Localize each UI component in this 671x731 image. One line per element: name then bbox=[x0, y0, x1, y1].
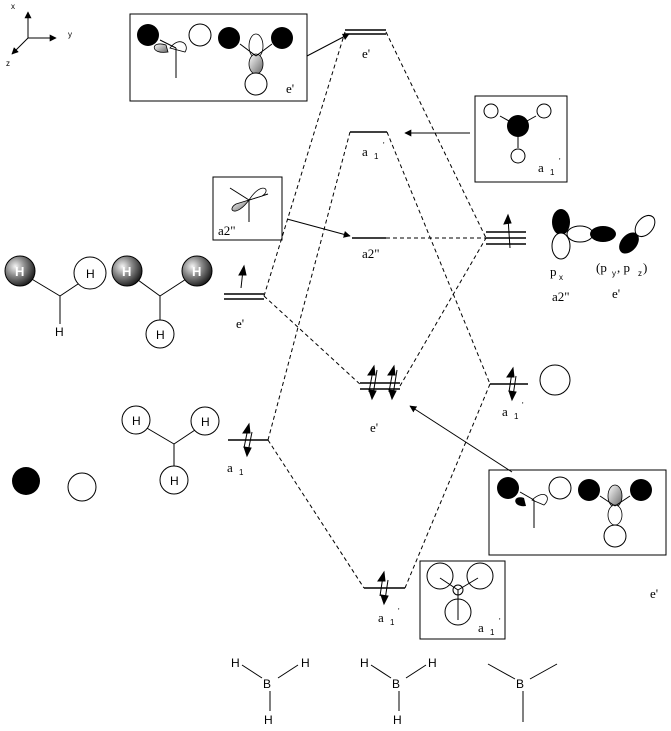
h3-e-salc-1: H H H bbox=[4, 255, 107, 339]
svg-text:H: H bbox=[192, 264, 201, 279]
svg-text:B: B bbox=[516, 677, 524, 691]
svg-text:1: 1 bbox=[374, 152, 379, 161]
svg-text:H: H bbox=[393, 713, 402, 727]
svg-text:y: y bbox=[612, 269, 616, 278]
svg-text:): ) bbox=[643, 260, 647, 275]
bh3-structure-3: B bbox=[487, 663, 558, 722]
arrow-bonding-box bbox=[409, 405, 513, 473]
svg-text:1: 1 bbox=[514, 412, 519, 421]
svg-text:1: 1 bbox=[390, 618, 395, 627]
label-e-prime-top: e' bbox=[362, 46, 370, 61]
svg-text:a: a bbox=[538, 160, 544, 175]
axis-x-label: x bbox=[11, 2, 15, 11]
svg-text:a2": a2" bbox=[218, 223, 236, 238]
label-e-prime-left: e' bbox=[236, 316, 244, 331]
svg-text:H: H bbox=[86, 267, 95, 281]
h3-e-salc-2: H H H bbox=[111, 255, 213, 349]
svg-text:H: H bbox=[231, 656, 240, 670]
boron-p-orbitals bbox=[551, 209, 656, 260]
label-a1-left: a 1 bbox=[227, 460, 244, 477]
svg-text:H: H bbox=[201, 415, 210, 429]
svg-text:': ' bbox=[398, 607, 400, 616]
h3-a1-salc: H H H bbox=[121, 405, 220, 495]
box-a1-prime-bottom: a 1 ' bbox=[419, 560, 506, 640]
label-a1-prime-upper: a 1 ' bbox=[362, 141, 385, 161]
box-e-prime-top: e' bbox=[129, 13, 308, 102]
svg-text:': ' bbox=[522, 401, 524, 410]
correlation-lines bbox=[263, 31, 491, 589]
svg-text:H: H bbox=[170, 474, 179, 488]
axis-triad bbox=[11, 11, 57, 55]
h-orbital-filled bbox=[12, 467, 40, 495]
label-e-boron: e' bbox=[612, 286, 620, 301]
svg-text:1: 1 bbox=[550, 168, 555, 177]
label-a2-boron: a2" bbox=[552, 289, 570, 304]
arrow-top-box bbox=[306, 33, 350, 57]
box-a2-dprime: a2" bbox=[212, 176, 283, 241]
svg-text:H: H bbox=[428, 656, 437, 670]
svg-text:H: H bbox=[55, 325, 64, 339]
svg-text:a: a bbox=[227, 460, 233, 475]
svg-text:H: H bbox=[264, 713, 273, 727]
electron-arrows bbox=[238, 213, 517, 606]
label-e-prime-bonding: e' bbox=[370, 420, 378, 435]
svg-text:': ' bbox=[559, 157, 561, 166]
svg-text:1: 1 bbox=[239, 468, 244, 477]
svg-text:': ' bbox=[499, 617, 501, 626]
label-px: p x bbox=[550, 264, 563, 282]
h-orbital-empty bbox=[67, 472, 97, 502]
box-a1-prime-upper: a 1 ' bbox=[474, 95, 568, 183]
axis-y-label: y bbox=[68, 30, 72, 39]
bh3-structure-2: H H B H bbox=[360, 656, 437, 727]
svg-text:x: x bbox=[559, 273, 563, 282]
svg-text:z: z bbox=[638, 269, 642, 278]
svg-text:a: a bbox=[378, 610, 384, 625]
svg-text:H: H bbox=[122, 264, 131, 279]
svg-text:B: B bbox=[392, 677, 400, 691]
svg-text:a: a bbox=[502, 404, 508, 419]
svg-text:H: H bbox=[15, 264, 24, 279]
arrow-a2-box bbox=[286, 218, 351, 238]
svg-text:1: 1 bbox=[490, 628, 495, 637]
svg-text:H: H bbox=[360, 656, 369, 670]
label-a1-prime-bottom: a 1 ' bbox=[378, 607, 400, 627]
svg-text:, p: , p bbox=[617, 260, 630, 275]
boron-s-orbital bbox=[539, 364, 571, 396]
box-e-prime-bonding bbox=[488, 469, 667, 556]
svg-text:a: a bbox=[478, 620, 484, 635]
svg-text:H: H bbox=[156, 328, 165, 342]
bh3-structure-1: H H B H bbox=[231, 656, 310, 727]
svg-text:a: a bbox=[362, 144, 368, 159]
svg-text:e': e' bbox=[286, 81, 294, 96]
svg-text:(p: (p bbox=[596, 260, 607, 275]
axis-z-label: z bbox=[6, 59, 10, 68]
svg-text:B: B bbox=[263, 677, 271, 691]
svg-text:p: p bbox=[550, 264, 557, 279]
svg-text:H: H bbox=[132, 414, 141, 428]
label-pyz: (p y , p z ) bbox=[596, 260, 647, 278]
svg-text:': ' bbox=[383, 141, 385, 150]
svg-text:H: H bbox=[301, 656, 310, 670]
label-a1-right: a 1 ' bbox=[502, 401, 524, 421]
energy-levels bbox=[224, 29, 528, 589]
stray-e-prime-label: e' bbox=[650, 586, 658, 601]
label-a2-dprime-mid: a2" bbox=[362, 246, 380, 261]
